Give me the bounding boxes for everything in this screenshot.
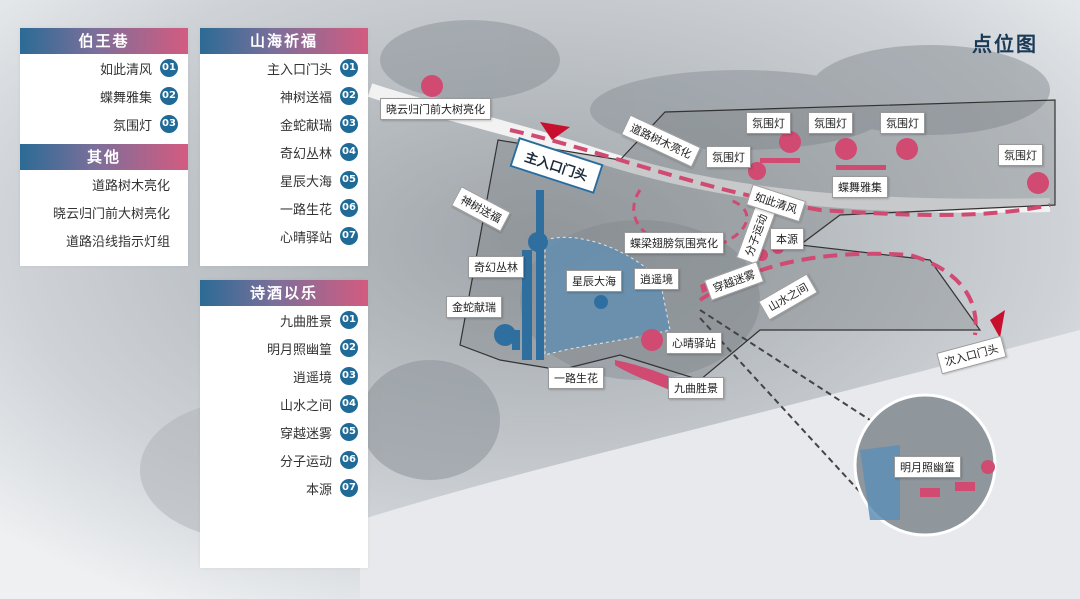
list-item: 晓云归门前大树亮化: [52, 206, 170, 222]
main-entry-marker: [540, 122, 570, 140]
panel-header-mountain-sea: 山海祈福: [200, 28, 368, 54]
lake: [544, 236, 671, 356]
label-jiuqu: 九曲胜景: [668, 377, 724, 399]
label-benyuan: 本源: [770, 228, 804, 250]
list-item: 道路沿线指示灯组: [65, 234, 170, 250]
label-yilu: 一路生花: [548, 367, 604, 389]
label-dieling: 蝶梁翅膀氛围亮化: [624, 232, 724, 254]
zoom-lake: [860, 445, 900, 520]
list-item: 道路树木亮化: [91, 178, 170, 194]
label-ambient-2: 氛围灯: [746, 112, 791, 134]
panel-header-poetry: 诗酒以乐: [200, 280, 368, 306]
label-ambient-1: 氛围灯: [706, 146, 751, 168]
zoom-bar-1: [920, 488, 940, 497]
panel-header-other: 其他: [20, 144, 188, 170]
label-xinqing: 心晴驿站: [666, 332, 722, 354]
label-ambient-5: 氛围灯: [998, 144, 1043, 166]
avenue-blocks: [494, 232, 608, 346]
label-xiaoyao: 逍遥境: [634, 268, 679, 290]
label-ambient-3: 氛围灯: [808, 112, 853, 134]
label-xiaoyun: 晓云归门前大树亮化: [380, 98, 491, 120]
leader-line-1: [699, 309, 871, 421]
route-top: [509, 128, 1051, 217]
zoom-bar-2: [955, 482, 975, 491]
label-jinshe: 金蛇献瑞: [446, 296, 502, 318]
page-title: 点位图: [972, 32, 1038, 56]
zoom-point: [981, 460, 995, 474]
avenue-lights: [512, 190, 544, 360]
label-xingchen: 星辰大海: [566, 270, 622, 292]
label-diewu: 蝶舞雅集: [832, 176, 888, 198]
label-mingyue: 明月照幽篁: [894, 456, 961, 478]
label-qihuan: 奇幻丛林: [468, 256, 524, 278]
route-east: [698, 251, 978, 336]
label-ambient-4: 氛围灯: [880, 112, 925, 134]
panel-header-boutique: 伯王巷: [20, 28, 188, 54]
secondary-entry-marker: [990, 310, 1005, 338]
